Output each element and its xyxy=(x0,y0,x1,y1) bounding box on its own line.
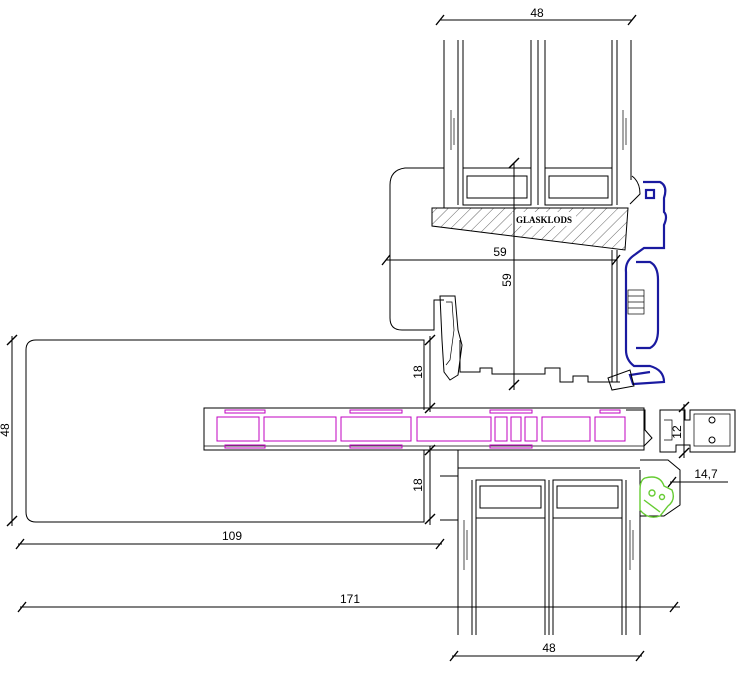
dim-offset: 14,7 xyxy=(667,467,728,488)
dim-label: 18 xyxy=(411,478,425,492)
dim-label: 14,7 xyxy=(694,467,718,481)
dim-rebate-height: 59 xyxy=(500,157,520,391)
gasket-insert xyxy=(607,175,645,391)
dim-bottom-glass-width: 48 xyxy=(449,641,645,662)
glass-block-label: GLASKLODS xyxy=(516,215,572,225)
dim-frame-depth: 109 xyxy=(15,529,445,550)
blue-gasket xyxy=(624,180,668,386)
dim-overall-width: 171 xyxy=(17,592,680,613)
dim-label: 48 xyxy=(542,641,556,655)
dim-upper-gap: 18 xyxy=(411,334,436,414)
dim-label: 48 xyxy=(530,6,544,20)
dim-label: 59 xyxy=(493,245,507,259)
green-seal xyxy=(639,476,675,518)
dim-frame-height: 48 xyxy=(0,334,18,527)
sash-frame xyxy=(389,167,620,383)
dim-label: 171 xyxy=(340,592,360,606)
dim-label: 48 xyxy=(0,423,12,437)
dim-profile-height: 12 xyxy=(670,401,690,459)
dim-top-glass-width: 48 xyxy=(435,6,637,26)
top-glazing-unit xyxy=(443,40,632,206)
dim-label: 18 xyxy=(411,365,425,379)
outer-frame xyxy=(25,339,425,523)
glass-block: GLASKLODS xyxy=(431,207,629,251)
magenta-profile xyxy=(203,407,653,451)
dim-label: 109 xyxy=(222,529,242,543)
end-cap-profile xyxy=(659,409,736,453)
dim-rebate-width: 59 xyxy=(381,245,621,266)
dim-label: 12 xyxy=(670,425,684,439)
dim-lower-gap: 18 xyxy=(411,444,436,525)
dim-label: 59 xyxy=(500,273,514,287)
